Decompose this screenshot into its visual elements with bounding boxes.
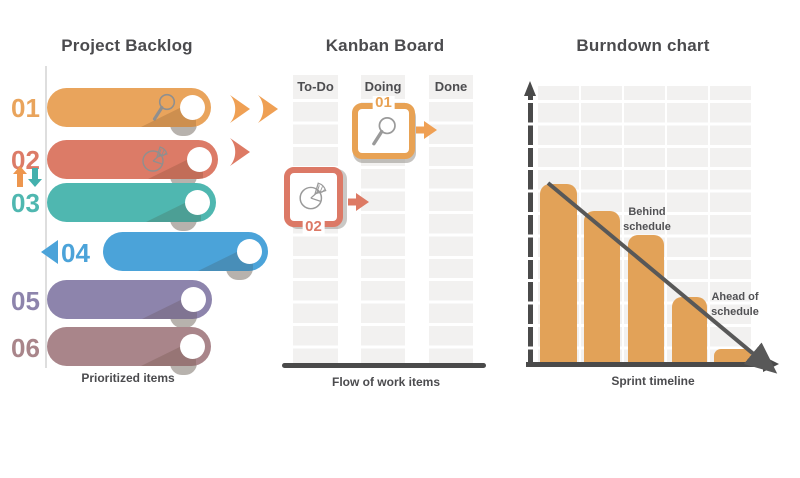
pin-circle bbox=[180, 334, 205, 359]
item-number: 01 bbox=[11, 93, 40, 123]
item-number: 03 bbox=[11, 188, 40, 218]
backlog-caption: Prioritized items bbox=[81, 371, 175, 385]
item-number: 04 bbox=[61, 238, 90, 268]
burndown-caption: Sprint timeline bbox=[611, 374, 695, 388]
kanban-baseline bbox=[282, 363, 486, 368]
reorder-up-icon bbox=[13, 166, 27, 187]
magnifier-icon bbox=[371, 116, 396, 145]
card-number-chip: 02 bbox=[302, 219, 325, 234]
card-move-arrow-icon bbox=[416, 121, 437, 139]
flow-arrow-icon bbox=[230, 95, 250, 123]
pin-notch bbox=[226, 268, 253, 280]
pie-chart-icon bbox=[298, 182, 326, 210]
pin-notch bbox=[170, 124, 197, 136]
kanban-caption: Flow of work items bbox=[331, 375, 440, 389]
card-move-arrow-icon bbox=[348, 193, 369, 211]
backlog-title: Project Backlog bbox=[61, 36, 193, 55]
pin-notch bbox=[170, 219, 197, 231]
pin-notch bbox=[170, 363, 197, 375]
magnifier-icon bbox=[152, 93, 176, 121]
annotation-ahead-schedule: Ahead of schedule bbox=[711, 291, 759, 318]
card-number-chip: 01 bbox=[372, 95, 395, 110]
pin-circle bbox=[180, 95, 205, 120]
backlog-item-05 bbox=[47, 280, 212, 319]
reorder-down-icon bbox=[28, 168, 42, 187]
pin-circle bbox=[185, 190, 210, 215]
y-axis-ticks bbox=[526, 100, 535, 350]
flow-arrow-icon bbox=[230, 138, 250, 166]
ideal-burndown-line bbox=[546, 181, 778, 374]
y-axis-arrow-icon bbox=[524, 81, 536, 96]
kanban-column-header: Doing bbox=[364, 79, 402, 94]
pin-circle bbox=[181, 287, 206, 312]
pin-circle bbox=[187, 147, 212, 172]
backlog-item-01 bbox=[47, 88, 211, 127]
kanban-title: Kanban Board bbox=[325, 36, 445, 55]
kanban-column-header: To-Do bbox=[297, 79, 334, 94]
burndown-title: Burndown chart bbox=[576, 36, 710, 55]
flow-arrow-icon bbox=[258, 95, 278, 123]
backlog-item-06 bbox=[47, 327, 211, 366]
kanban-column-done: Done bbox=[429, 75, 473, 368]
kanban-card-02: 02 bbox=[284, 167, 343, 234]
annotation-behind-schedule: Behind schedule bbox=[623, 206, 671, 233]
kanban-card-01: 01 bbox=[352, 95, 415, 159]
kanban-gridlines bbox=[429, 99, 473, 349]
moved-left-arrow-icon bbox=[41, 240, 58, 264]
item-number: 05 bbox=[11, 286, 40, 316]
item-number: 06 bbox=[11, 333, 40, 363]
pin-circle bbox=[237, 239, 262, 264]
burndown-bar-1 bbox=[540, 184, 577, 363]
burndown-bar-5 bbox=[714, 349, 751, 363]
priority-spine bbox=[45, 66, 47, 368]
backlog-item-04 bbox=[103, 232, 268, 271]
pie-chart-icon bbox=[142, 146, 168, 172]
pin-notch bbox=[170, 316, 197, 328]
kanban-column-header: Done bbox=[434, 79, 468, 94]
x-axis bbox=[526, 362, 766, 367]
backlog-item-02 bbox=[47, 140, 218, 179]
backlog-item-03 bbox=[47, 183, 216, 222]
